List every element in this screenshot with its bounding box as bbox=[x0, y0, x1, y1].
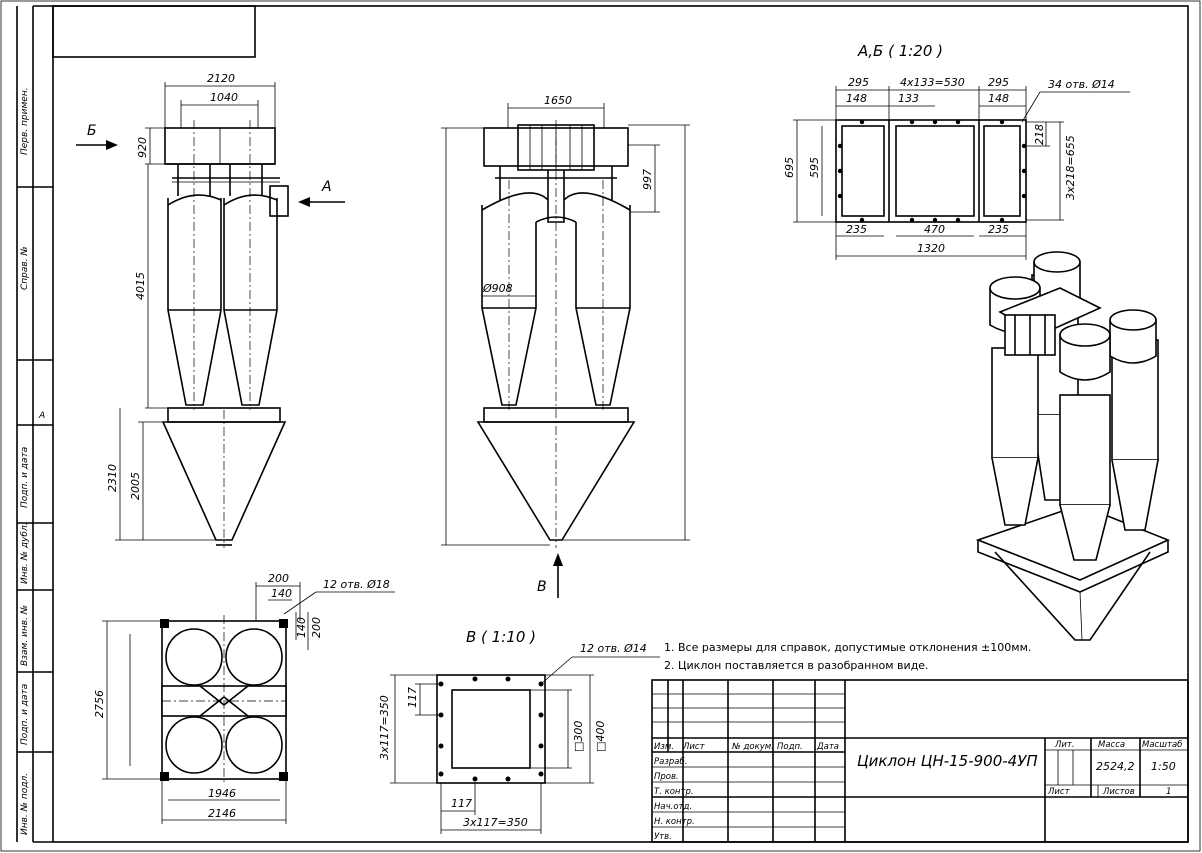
title-block-grid bbox=[651, 679, 1189, 843]
tb-row-n-kontr: Н. контр. bbox=[654, 817, 695, 827]
front-view-dimensions bbox=[115, 82, 276, 541]
arrow-v-label: В bbox=[537, 579, 547, 595]
dim-470: 470 bbox=[924, 223, 945, 236]
tb-row-razrab: Разраб. bbox=[654, 757, 687, 767]
dim-v-sq300: □300 bbox=[572, 721, 585, 752]
dim-v-117-side: 117 bbox=[406, 687, 419, 708]
dim-v-sq400: □400 bbox=[594, 721, 607, 752]
dim-140-side: 140 bbox=[295, 617, 308, 638]
dim-4015: 4015 bbox=[134, 272, 147, 300]
dim-218: 218 bbox=[1033, 124, 1046, 145]
flange-ab-dimensions bbox=[793, 86, 1130, 260]
flange-v-dimensions bbox=[390, 656, 660, 834]
note-2: 2. Циклон поставляется в разобранном вид… bbox=[664, 659, 929, 672]
tb-scale-value: 1:50 bbox=[1151, 760, 1176, 773]
dim-1946: 1946 bbox=[208, 787, 236, 800]
arrow-b-indicator bbox=[76, 140, 118, 150]
dim-1320: 1320 bbox=[917, 242, 945, 255]
dim-v-3x117-side: 3x117=350 bbox=[378, 695, 391, 760]
side-label-inv-dubl: Инв. № дубл. bbox=[20, 522, 30, 584]
side-label-perv-primen: Перв. примен. bbox=[20, 87, 30, 155]
dim-34-holes: 34 отв. Ø14 bbox=[1048, 78, 1115, 91]
tb-scale-label: Масштаб bbox=[1142, 740, 1182, 750]
dim-295-left: 295 bbox=[848, 76, 869, 89]
tb-row-utv: Утв. bbox=[654, 832, 672, 842]
tb-row-prov: Пров. bbox=[654, 772, 679, 782]
arrow-b-label: Б bbox=[87, 123, 97, 139]
tb-sheets-label: Листов bbox=[1102, 787, 1135, 797]
flange-v-view bbox=[436, 674, 546, 784]
tb-drawing-title: Циклон ЦН-15-900-4УП bbox=[857, 752, 1038, 770]
tb-header-data: Дата bbox=[816, 742, 839, 752]
tb-header-dokum: № докум. bbox=[731, 742, 774, 752]
tb-header-podp: Подп. bbox=[777, 742, 803, 752]
dim-695: 695 bbox=[783, 157, 796, 178]
flange-ab-view bbox=[835, 119, 1027, 223]
dim-v-117-bottom: 117 bbox=[451, 797, 472, 810]
tb-lit-label: Лит. bbox=[1054, 740, 1075, 750]
dim-2005: 2005 bbox=[129, 472, 142, 500]
side-label-podp-data-1: Подп. и дата bbox=[20, 447, 30, 508]
dim-235-right: 235 bbox=[988, 223, 1009, 236]
dim-997: 997 bbox=[641, 169, 654, 190]
view-v-title: В ( 1:10 ) bbox=[466, 628, 536, 646]
dim-295-right: 295 bbox=[988, 76, 1009, 89]
tb-row-t-kontr: Т. контр. bbox=[654, 787, 694, 797]
tb-mass-label: Масса bbox=[1098, 740, 1125, 750]
dim-148-left: 148 bbox=[846, 92, 867, 105]
side-label-vzam-inv: Взам. инв. № bbox=[20, 605, 30, 666]
tb-mass-value: 2524,2 bbox=[1096, 760, 1135, 773]
side-label-podp-data-2: Подп. и дата bbox=[20, 684, 30, 745]
cyclone-isometric-view bbox=[975, 251, 1171, 641]
arrow-v-indicator bbox=[553, 553, 563, 598]
dim-200-top: 200 bbox=[268, 572, 289, 585]
dim-1040: 1040 bbox=[210, 91, 238, 104]
dim-4x133: 4x133=530 bbox=[900, 76, 965, 89]
tb-sheets-value: 1 bbox=[1166, 787, 1171, 797]
tb-row-nach-otd: Нач.отд. bbox=[654, 802, 692, 812]
arrow-a-label: А bbox=[321, 179, 332, 195]
view-ab-title: А,Б ( 1:20 ) bbox=[857, 42, 943, 60]
dim-1650: 1650 bbox=[544, 94, 572, 107]
dim-3x218: 3x218=655 bbox=[1064, 135, 1077, 200]
dim-148-right: 148 bbox=[988, 92, 1009, 105]
dim-v-12-holes-d14: 12 отв. Ø14 bbox=[580, 642, 647, 655]
dim-12-holes-d18: 12 отв. Ø18 bbox=[323, 578, 390, 591]
dim-595: 595 bbox=[808, 157, 821, 178]
dim-2120: 2120 bbox=[207, 72, 235, 85]
side-view-dimensions bbox=[441, 103, 690, 546]
tb-header-izm: Изм. bbox=[654, 742, 674, 752]
cyclone-front-view bbox=[161, 120, 289, 548]
note-1: 1. Все размеры для справок, допустимые о… bbox=[664, 641, 1031, 654]
dim-920: 920 bbox=[136, 137, 149, 158]
dim-2756: 2756 bbox=[93, 690, 106, 718]
side-label-sprav: Справ. № bbox=[20, 246, 30, 290]
dim-133: 133 bbox=[898, 92, 919, 105]
dim-235-left: 235 bbox=[846, 223, 867, 236]
dim-200-side: 200 bbox=[310, 617, 323, 638]
arrow-a-indicator bbox=[298, 197, 345, 207]
side-label-section-a: А bbox=[38, 411, 45, 421]
dim-2310: 2310 bbox=[106, 464, 119, 492]
dim-d908: Ø908 bbox=[482, 282, 513, 295]
cyclone-side-view bbox=[476, 120, 636, 548]
dim-140-top: 140 bbox=[271, 587, 292, 600]
tb-header-list: Лист bbox=[682, 742, 706, 752]
dim-2146: 2146 bbox=[208, 807, 236, 820]
side-label-inv-podl: Инв. № подл. bbox=[20, 773, 30, 835]
cyclone-plan-view bbox=[160, 615, 288, 785]
plan-view-dimensions bbox=[102, 582, 395, 824]
tb-sheet-label: Лист bbox=[1047, 787, 1071, 797]
dim-v-3x117-bottom: 3x117=350 bbox=[463, 816, 528, 829]
